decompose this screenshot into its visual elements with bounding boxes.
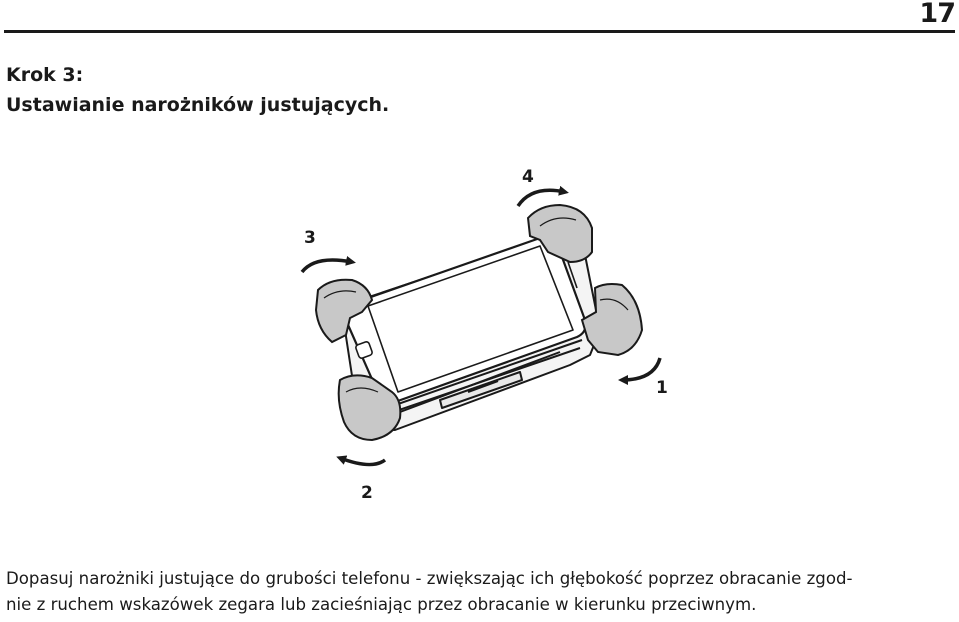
instruction-line-1: Dopasuj narożniki justujące do grubości … <box>6 569 853 588</box>
corner-right <box>580 283 644 357</box>
label-3: 3 <box>304 228 316 248</box>
page-number: 17 <box>919 0 956 29</box>
label-2: 2 <box>361 483 373 503</box>
phone-holder-illustration: 4 3 1 2 <box>300 167 668 503</box>
step-heading: Krok 3: Ustawianie narożników justującyc… <box>6 60 389 120</box>
arrow-2 <box>336 455 387 467</box>
instruction-line-2: nie z ruchem wskazówek zegara lub zacieś… <box>6 595 757 614</box>
phone-illustration <box>342 236 587 405</box>
arrow-1 <box>618 357 662 385</box>
instruction-paragraph: Dopasuj narożniki justujące do grubości … <box>6 566 956 618</box>
header-rule <box>4 30 955 33</box>
label-1: 1 <box>656 378 668 398</box>
corner-left-top <box>314 278 374 344</box>
step-label: Krok 3: <box>6 64 84 86</box>
step-title: Ustawianie narożników justujących. <box>6 94 390 116</box>
corner-top-right <box>526 203 593 264</box>
corner-left-bottom <box>337 374 402 442</box>
arrow-3 <box>300 255 356 274</box>
label-4: 4 <box>522 167 534 187</box>
arrow-4 <box>516 185 569 208</box>
phone-home-button <box>355 341 373 359</box>
